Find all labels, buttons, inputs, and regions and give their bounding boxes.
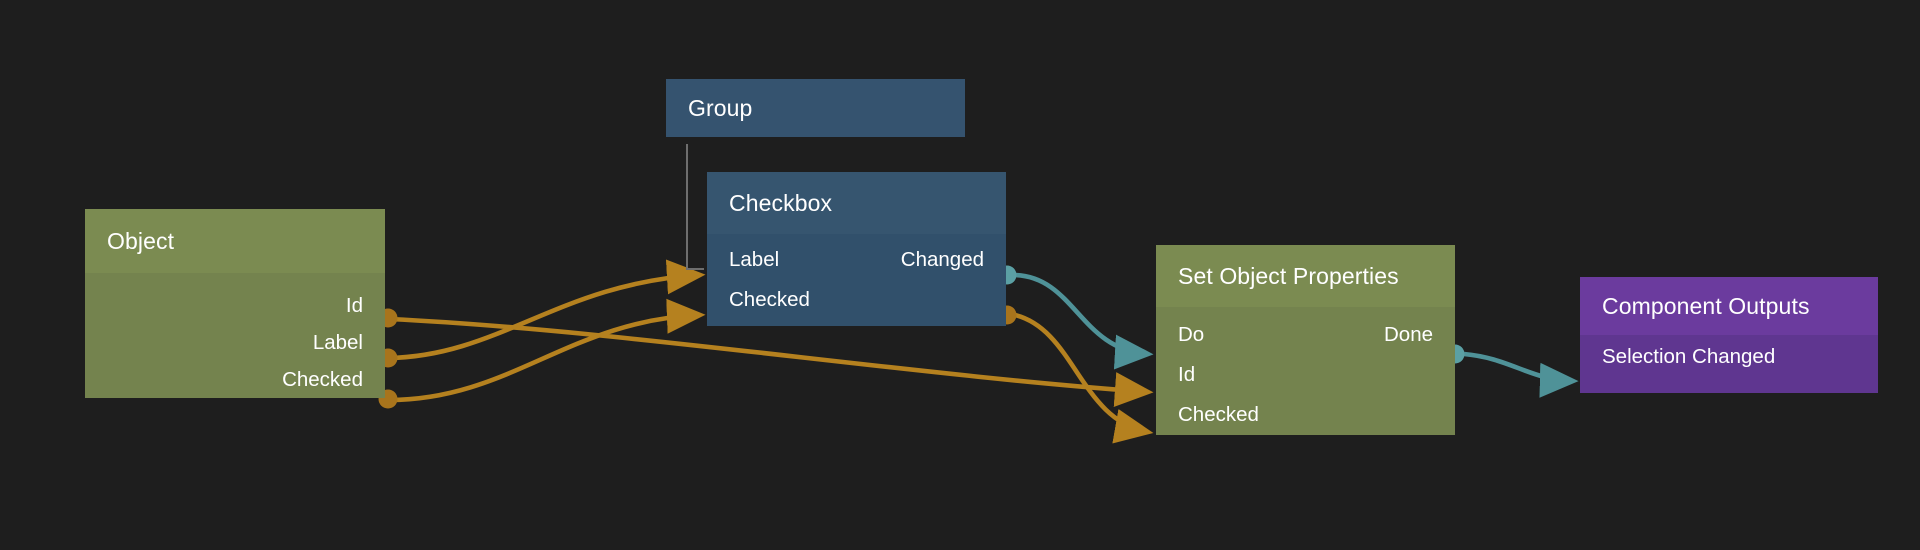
port-object-checked-label: Checked bbox=[282, 367, 363, 391]
port-object-label-label: Label bbox=[312, 330, 363, 354]
port-object-id-label: Id bbox=[345, 293, 363, 317]
wire-object-label-to-checkbox-label bbox=[388, 259, 706, 361]
port-row-sop-do-done: Do Done bbox=[1156, 315, 1455, 355]
wire-object-id-to-sop-id bbox=[388, 316, 1154, 408]
group-containment-bracket bbox=[686, 144, 704, 270]
node-component-outputs[interactable]: Component Outputs Selection Changed bbox=[1580, 277, 1878, 393]
port-sop-checked[interactable]: Checked bbox=[1178, 403, 1259, 426]
node-checkbox-title: Checkbox bbox=[707, 172, 1006, 234]
port-checkbox-checked[interactable]: Checked bbox=[729, 288, 810, 311]
port-row-sop-id: Id bbox=[1156, 355, 1455, 395]
node-component-outputs-title: Component Outputs bbox=[1580, 277, 1878, 335]
node-group-title: Group bbox=[666, 79, 965, 137]
wire-checkbox-changed-to-sop-do bbox=[1014, 272, 1154, 370]
node-set-object-properties-title: Set Object Properties bbox=[1156, 245, 1455, 307]
wire-object-checked-to-checkbox-checked bbox=[388, 298, 706, 403]
port-sop-do[interactable]: Do bbox=[1178, 323, 1205, 346]
port-object-label[interactable]: Label bbox=[85, 324, 385, 361]
port-checkbox-changed[interactable]: Changed bbox=[900, 248, 984, 271]
port-sop-id[interactable]: Id bbox=[1178, 363, 1196, 386]
node-object[interactable]: Object Id Label Checked bbox=[85, 209, 385, 398]
port-row-checkbox-label-changed: Label Changed bbox=[707, 240, 1006, 280]
node-object-title: Object bbox=[85, 209, 385, 273]
node-set-object-properties[interactable]: Set Object Properties Do Done Id Checked bbox=[1156, 245, 1455, 435]
node-component-outputs-ports: Selection Changed bbox=[1580, 335, 1878, 393]
node-checkbox[interactable]: Checkbox Label Changed Checked bbox=[707, 172, 1006, 326]
node-object-ports: Id Label Checked bbox=[85, 273, 385, 398]
wire-checkbox-out-to-sop-checked bbox=[1014, 312, 1154, 444]
port-row-checkbox-checked: Checked bbox=[707, 280, 1006, 320]
node-set-object-properties-ports: Do Done Id Checked bbox=[1156, 307, 1455, 435]
port-component-outputs-selection-changed[interactable]: Selection Changed bbox=[1580, 337, 1878, 377]
port-component-outputs-selection-changed-label: Selection Changed bbox=[1602, 345, 1776, 368]
node-checkbox-ports: Label Changed Checked bbox=[707, 234, 1006, 326]
port-row-sop-checked: Checked bbox=[1156, 395, 1455, 435]
node-group[interactable]: Group bbox=[666, 79, 965, 137]
wire-sop-done-to-component-outputs bbox=[1463, 351, 1579, 398]
port-sop-done[interactable]: Done bbox=[1383, 323, 1433, 346]
port-checkbox-label[interactable]: Label bbox=[729, 248, 780, 271]
port-object-checked[interactable]: Checked bbox=[85, 361, 385, 398]
port-object-id[interactable]: Id bbox=[85, 287, 385, 324]
